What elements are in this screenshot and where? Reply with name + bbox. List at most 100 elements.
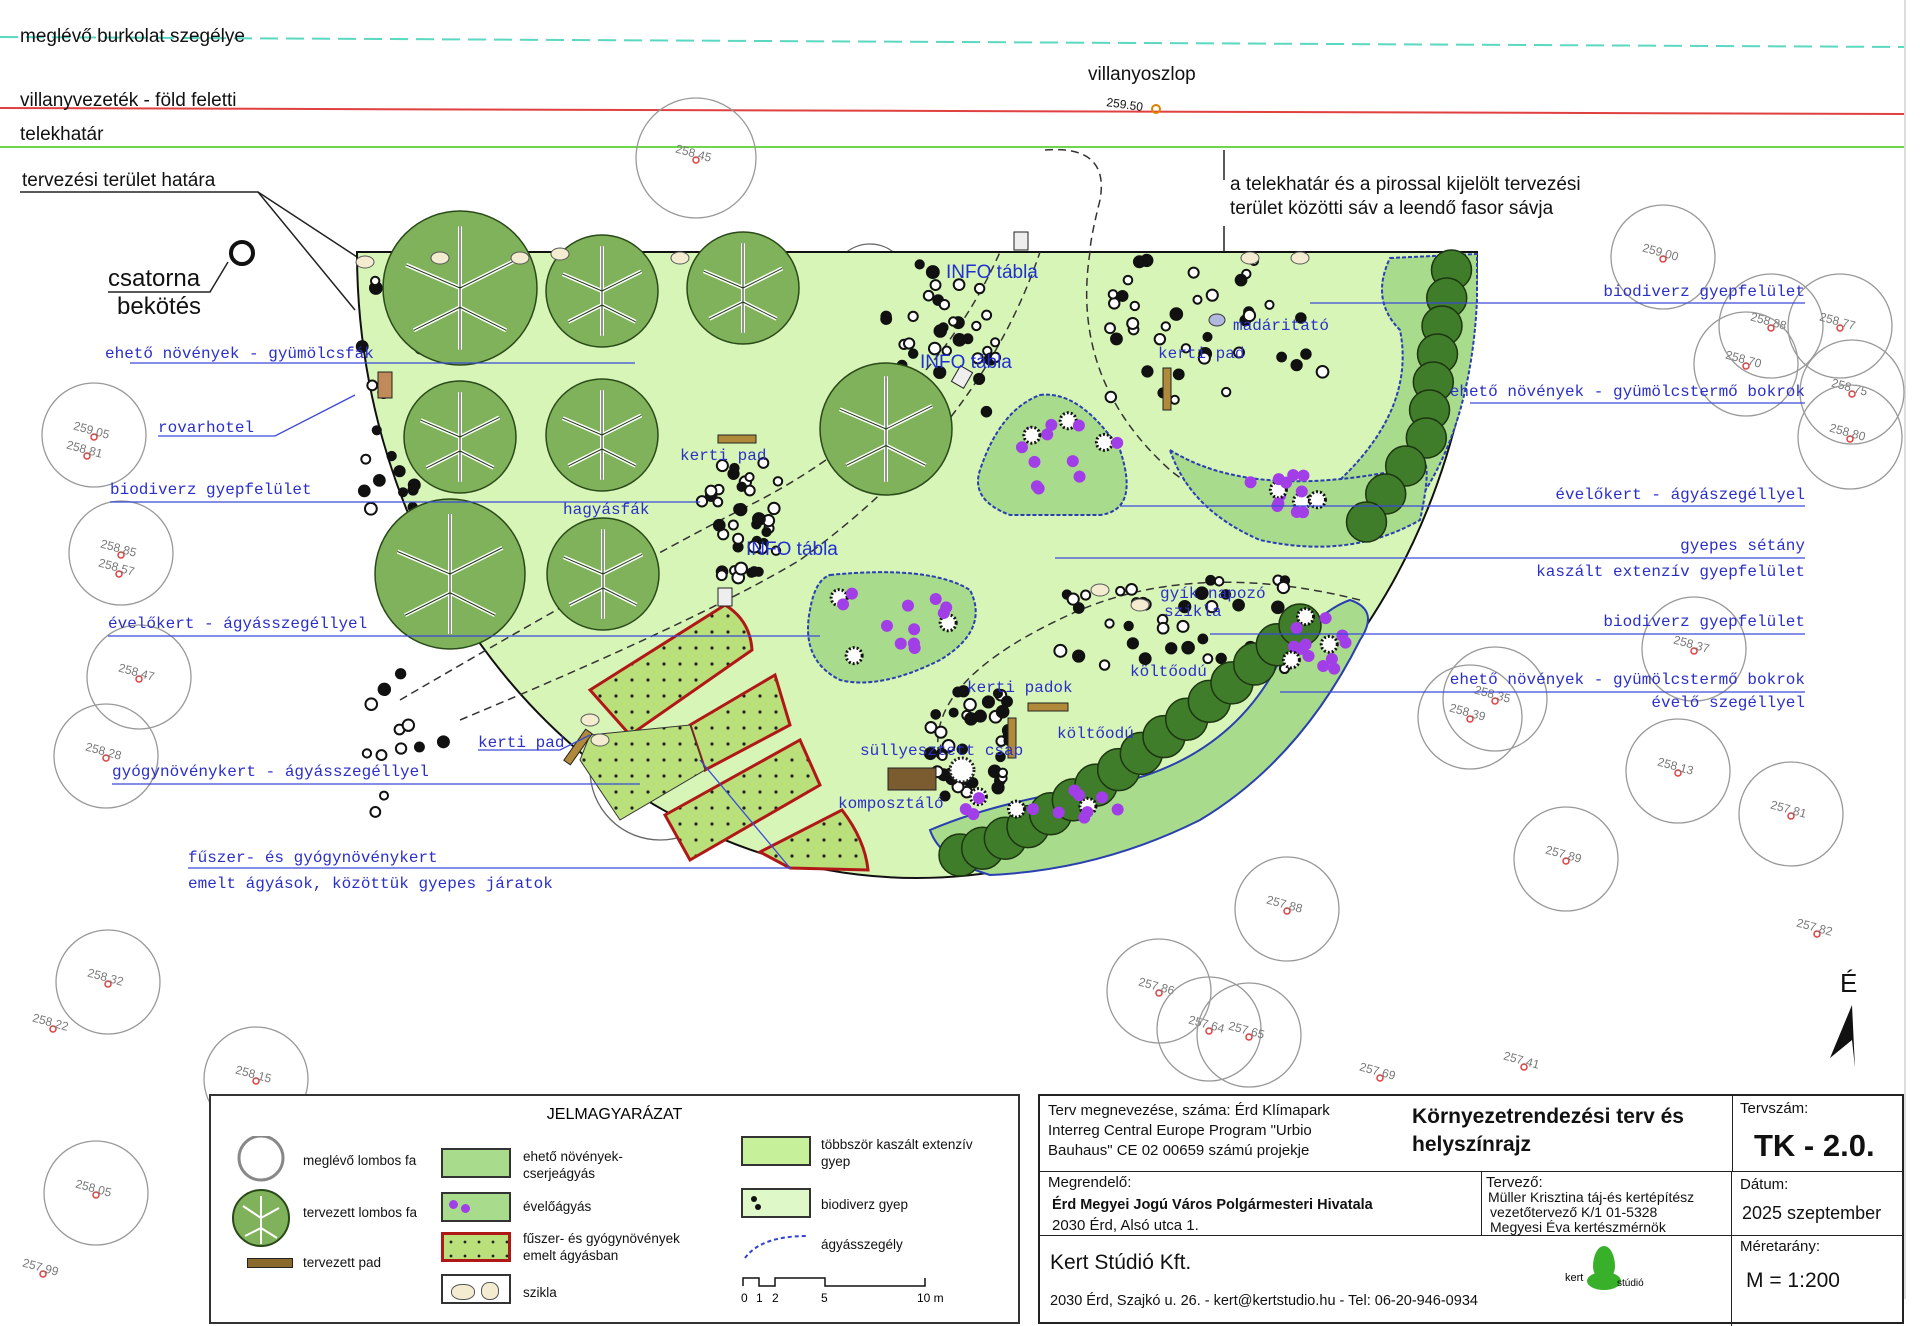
- swatch-rock: [441, 1274, 511, 1304]
- biodiverse-plant-icon: [990, 337, 1001, 348]
- swatch-perennial: [441, 1192, 511, 1222]
- client-name: Érd Megyei Jogú Város Polgármesteri Hiva…: [1052, 1197, 1373, 1213]
- legend-mowed-lawn: többször kaszált extenzív gyep: [821, 1137, 973, 1169]
- legend-herb-bed: fűszer- és gyógynövények emelt ágyásban: [523, 1231, 680, 1263]
- biodiverse-plant-icon: [980, 405, 993, 418]
- info-sign-icon[interactable]: [1013, 231, 1029, 251]
- client-address: 2030 Érd, Alsó utca 1.: [1052, 1217, 1199, 1234]
- rock: [1130, 598, 1150, 612]
- biodiverse-plant-icon: [715, 569, 728, 582]
- elevation-point-icon: [102, 754, 110, 762]
- biodiverse-plant-icon: [372, 474, 386, 487]
- biodiverse-plant-icon: [1126, 637, 1139, 650]
- strip-note-line1: a telekhatár és a pirossal kijelölt terv…: [1230, 174, 1581, 195]
- biodiverse-plant-icon: [1276, 580, 1291, 595]
- biodiverse-plant-icon: [1125, 583, 1138, 596]
- sewer-leader: [108, 261, 229, 293]
- biodiverse-plant-icon: [1205, 600, 1219, 614]
- callout-perennial-garden: évelőkert - ágyásszegéllyel: [108, 615, 367, 633]
- legend-planned-bench: tervezett pad: [303, 1255, 382, 1270]
- biodiverse-plant-icon: [727, 519, 739, 531]
- legend-planned-tree: tervezett lombos fa: [303, 1205, 418, 1220]
- existing-tree-canopy: [1196, 982, 1302, 1088]
- bird-bath-icon[interactable]: [1208, 313, 1226, 327]
- elevation-point-icon: [1813, 930, 1821, 938]
- biodiverse-plant-icon: [938, 298, 951, 311]
- perennial-plant: [1041, 428, 1054, 441]
- compost-bin[interactable]: [887, 767, 937, 791]
- info-sign-icon[interactable]: [717, 587, 733, 607]
- biodiverse-plant-icon: [767, 501, 781, 516]
- insect-hotel-icon[interactable]: [377, 371, 393, 399]
- elevation-point-icon: [1787, 812, 1795, 820]
- biodiverse-plant-icon: [1221, 386, 1232, 398]
- nest-box-label: költőodú: [1057, 725, 1134, 743]
- perennial-plant: [929, 593, 942, 606]
- biodiverse-plant-icon: [991, 781, 1005, 795]
- drawing-title-line2: helyszínrajz: [1412, 1133, 1532, 1156]
- swatch-biodiverse-lawn: [741, 1188, 811, 1218]
- scale-tick: 2: [772, 1291, 779, 1305]
- biodiverse-plant-icon: [436, 735, 450, 749]
- biodiverse-plant-icon: [1197, 633, 1209, 645]
- existing-tree-canopy: [1797, 384, 1903, 490]
- biodiverse-plant-icon: [355, 340, 369, 353]
- perennial-grass-icon: [1307, 490, 1327, 510]
- tree-branches: [563, 529, 643, 619]
- project-line3: Bauhaus" CE 02 00659 számú projekje: [1048, 1142, 1310, 1159]
- elevation-point-icon: [115, 570, 123, 578]
- biodiverse-plant-icon: [973, 282, 986, 295]
- tree-branches: [397, 514, 503, 634]
- biodiverse-plant-icon: [1242, 308, 1257, 323]
- biodiverse-plant-icon: [1110, 332, 1123, 346]
- perennial-plant: [1045, 418, 1058, 431]
- elevation-point-icon: [49, 1025, 57, 1033]
- planning-boundary-label: tervezési terület határa: [22, 170, 216, 191]
- perennial-grass-icon: [1319, 634, 1339, 654]
- bench[interactable]: [1007, 717, 1017, 759]
- tree-branches: [562, 246, 642, 336]
- perennial-plant: [1073, 470, 1086, 483]
- scale-tick: 10 m: [917, 1291, 944, 1305]
- info-sign-label: INFO tábla: [946, 262, 1038, 283]
- perennial-grass-icon: [1022, 425, 1042, 445]
- old-trees-label: hagyásfák: [563, 501, 649, 519]
- biodiverse-plant-icon: [927, 341, 942, 356]
- perennial-plant: [1319, 612, 1332, 625]
- biodiverse-plant-icon: [1160, 321, 1171, 332]
- bench[interactable]: [717, 434, 757, 444]
- bench[interactable]: [1162, 367, 1172, 411]
- biodiverse-plant-icon: [1141, 365, 1154, 378]
- tree-branches: [839, 376, 933, 482]
- existing-tree-canopy: [53, 703, 159, 809]
- tap-icon[interactable]: [948, 756, 976, 784]
- bench[interactable]: [1027, 702, 1069, 712]
- existing-tree-canopy: [1693, 311, 1799, 417]
- biodiverse-plant-icon: [992, 688, 1004, 699]
- biodiverse-plant-icon: [712, 518, 726, 532]
- info-sign-icon[interactable]: [950, 365, 974, 389]
- biodiverse-plant-icon: [413, 741, 425, 753]
- biodiverse-plant-icon: [1315, 364, 1330, 379]
- biodiverse-plant-icon: [1072, 602, 1085, 614]
- bench-label: kerti pad: [680, 447, 766, 465]
- rock: [1090, 583, 1110, 597]
- lizard-rock-label: gyík napozó: [1160, 585, 1266, 603]
- drawing-title-line1: Környezetrendezési terv és: [1412, 1105, 1684, 1128]
- perennial-plant: [1072, 419, 1085, 432]
- biodiverse-plant-icon: [1138, 652, 1152, 666]
- elevation-point-icon: [117, 551, 125, 559]
- fruit-shrub: [1405, 417, 1448, 459]
- callout-biodiverse-lawn: biodiverz gyepfelület: [110, 481, 312, 499]
- biodiverse-plant-icon: [1116, 289, 1129, 302]
- elevation-point-icon: [104, 980, 112, 988]
- elevation-point-icon: [39, 1270, 47, 1278]
- biodiverse-plant-icon: [995, 704, 1010, 719]
- biodiverse-plant-icon: [1205, 574, 1217, 586]
- elevation-point-icon: [92, 1191, 100, 1199]
- perennial-island-north: [977, 393, 1128, 516]
- biodiverse-plant-icon: [981, 309, 993, 321]
- perennial-plant: [1325, 652, 1338, 665]
- biodiverse-plant-icon: [1187, 266, 1200, 279]
- perennial-plant: [1026, 803, 1039, 816]
